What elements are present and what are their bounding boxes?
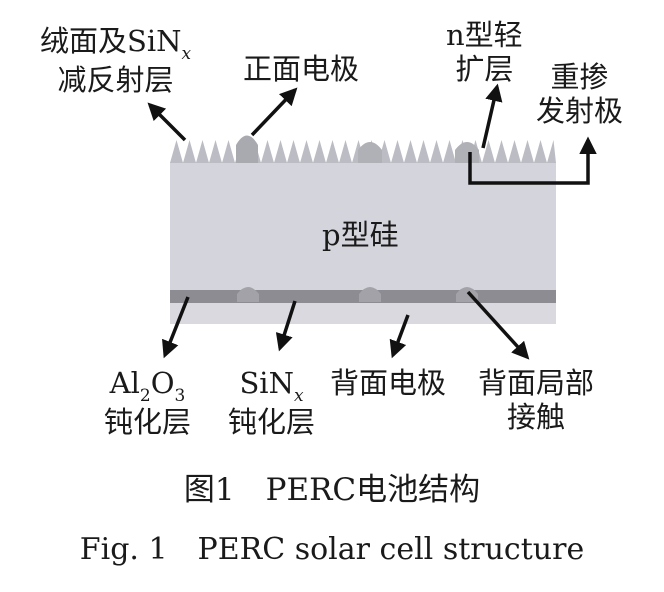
label-sinx-back: SiNx 钝化层 bbox=[228, 366, 315, 439]
label-al2o3: Al2O3 钝化层 bbox=[104, 366, 191, 439]
heavy-emitter-bump bbox=[358, 142, 382, 163]
arrow-heavy-emitter bbox=[468, 136, 597, 185]
arrow-back-contact bbox=[466, 290, 530, 360]
label-sinx-back-sub: x bbox=[293, 386, 304, 406]
front-electrode bbox=[236, 135, 258, 163]
back-local-contact bbox=[237, 287, 259, 302]
label-sinx-back-line2: 钝化层 bbox=[228, 405, 316, 439]
label-sinx-back-prefix: SiN bbox=[239, 366, 294, 400]
label-texture-line1: 绒面及SiN bbox=[40, 24, 182, 58]
label-n-layer-line1: n型轻 bbox=[446, 18, 523, 52]
label-heavy-emitter-line2: 发射极 bbox=[536, 94, 624, 128]
label-p-silicon: p型硅 bbox=[322, 218, 399, 252]
caption-english: Fig. 1 PERC solar cell structure bbox=[79, 532, 585, 567]
label-al2o3-o: O bbox=[150, 366, 175, 400]
label-texture: 绒面及SiNx 减反射层 bbox=[40, 24, 191, 97]
arrow-n-layer bbox=[481, 83, 503, 149]
arrow-back-electrode bbox=[389, 314, 410, 359]
arrow-al2o3 bbox=[162, 296, 190, 359]
label-n-layer-line2: 扩层 bbox=[455, 52, 514, 86]
label-back-electrode: 背面电极 bbox=[330, 366, 447, 400]
label-back-contact-line1: 背面局部 bbox=[478, 366, 595, 400]
label-n-layer: n型轻 扩层 bbox=[446, 18, 523, 86]
label-texture-sub: x bbox=[181, 44, 192, 64]
heavy-emitter-bump bbox=[455, 142, 479, 163]
arrow-texture bbox=[147, 102, 187, 142]
arrow-front-electrode bbox=[250, 87, 298, 137]
label-texture-line2: 减反射层 bbox=[57, 63, 174, 97]
back-local-contact bbox=[359, 287, 381, 302]
label-heavy-emitter: 重掺 发射极 bbox=[536, 60, 623, 128]
label-back-contact-line2: 接触 bbox=[507, 400, 566, 434]
arrow-sinx-back bbox=[275, 300, 297, 352]
caption-chinese: 图1 PERC电池结构 bbox=[183, 472, 481, 508]
label-back-contact: 背面局部 接触 bbox=[478, 366, 594, 434]
label-front-electrode: 正面电极 bbox=[243, 52, 360, 86]
label-al2o3-line2: 钝化层 bbox=[104, 405, 192, 439]
label-al2o3-sub2: 2 bbox=[139, 386, 151, 406]
label-al2o3-al: Al bbox=[109, 366, 140, 400]
label-al2o3-sub3: 3 bbox=[174, 386, 186, 406]
label-heavy-emitter-line1: 重掺 bbox=[550, 60, 609, 94]
